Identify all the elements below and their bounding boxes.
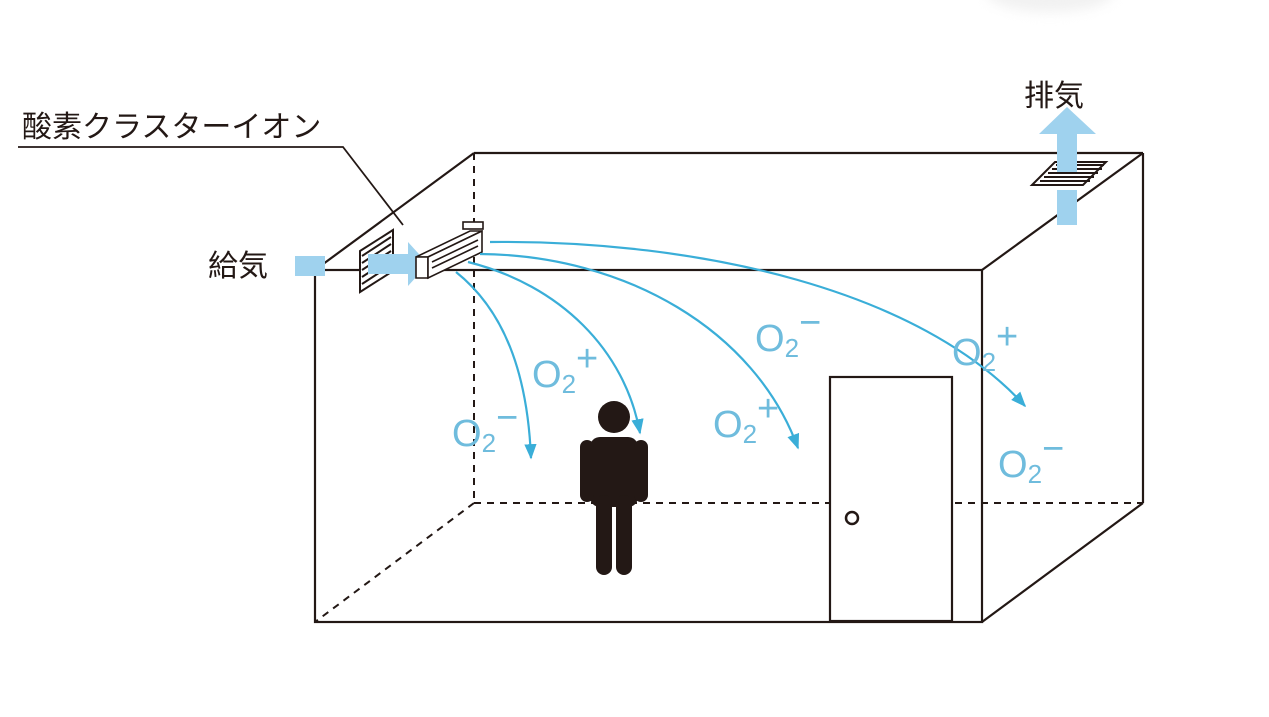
ion-label: O2+ [532, 338, 598, 399]
supply-air-label: 給気 [208, 249, 268, 284]
ion-generator-icon [415, 221, 484, 280]
ion-device-label: 酸素クラスターイオン [22, 110, 321, 145]
ion-label: O2− [452, 397, 518, 458]
room-hidden-edges [314, 153, 1143, 623]
person-icon [580, 401, 648, 575]
door-icon [828, 375, 954, 623]
room-outline [313, 151, 1145, 624]
exhaust-air-label: 排気 [1024, 79, 1084, 114]
ion-label: O2+ [713, 388, 779, 449]
exhaust-air-arrows [1039, 107, 1096, 225]
ion-label: O2− [998, 428, 1064, 489]
supply-air-arrows [295, 242, 428, 286]
ion-flow-arrows [455, 240, 1027, 460]
ion-label: O2+ [952, 316, 1018, 377]
ion-label-leader [18, 146, 404, 226]
top-glow [985, 0, 1115, 12]
ion-label: O2− [755, 302, 821, 363]
